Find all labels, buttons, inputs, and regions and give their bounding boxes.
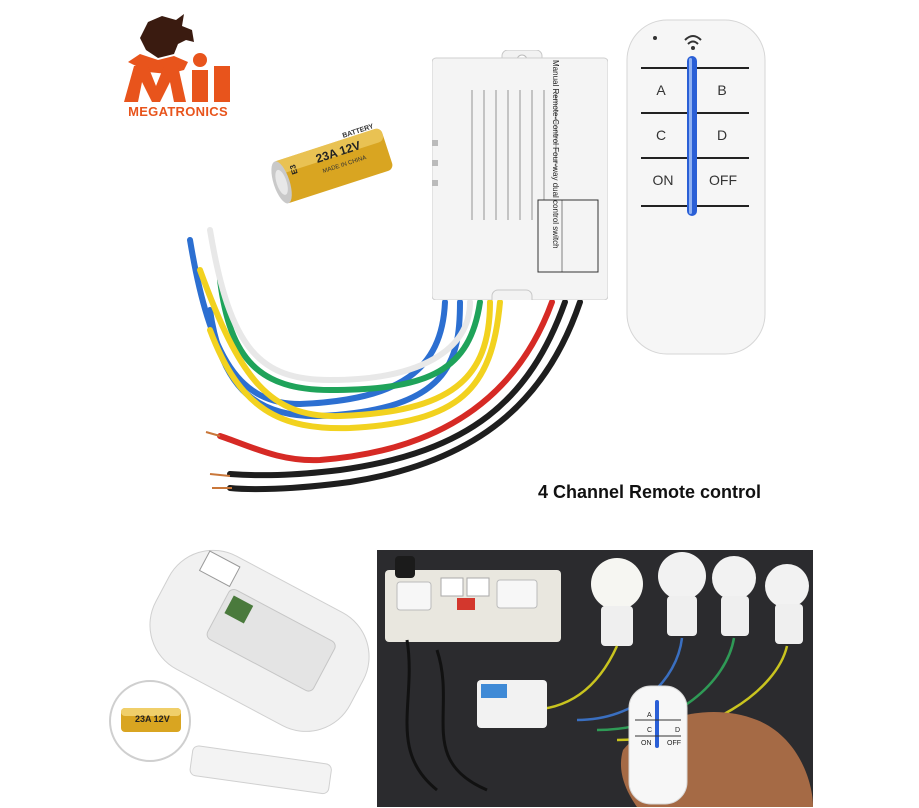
remote-button-c[interactable]: C (655, 127, 667, 143)
remote-control (626, 19, 766, 355)
photo-remote-button-on: ON (641, 740, 652, 747)
remote-button-b[interactable]: B (717, 82, 727, 98)
demo-photo: A C D ON OFF (377, 550, 813, 807)
photo-remote-button-off: OFF (667, 740, 681, 747)
remote-button-on[interactable]: ON (652, 172, 674, 188)
remote-button-d[interactable]: D (716, 127, 728, 143)
controller-module (432, 50, 608, 300)
battery-23a (271, 128, 393, 204)
megatronics-logo (124, 14, 230, 102)
remote-button-off[interactable]: OFF (709, 172, 737, 188)
photo-remote-button-a: A (647, 712, 652, 719)
photo-remote-button-c: C (647, 727, 653, 734)
wire-bundle (187, 227, 583, 493)
inset-battery-label: 23A 12V (135, 714, 170, 724)
controller-title: Manual Remote-Control Four-way dual cont… (551, 60, 560, 249)
logo-wordmark: MEGATRONICS (128, 104, 228, 119)
remote-back-open (149, 549, 370, 795)
battery-inset (109, 680, 191, 762)
photo-remote-button-d: D (675, 727, 681, 734)
product-caption: 4 Channel Remote control (538, 482, 762, 502)
demo-scene (385, 552, 813, 807)
remote-button-a[interactable]: A (656, 82, 666, 98)
